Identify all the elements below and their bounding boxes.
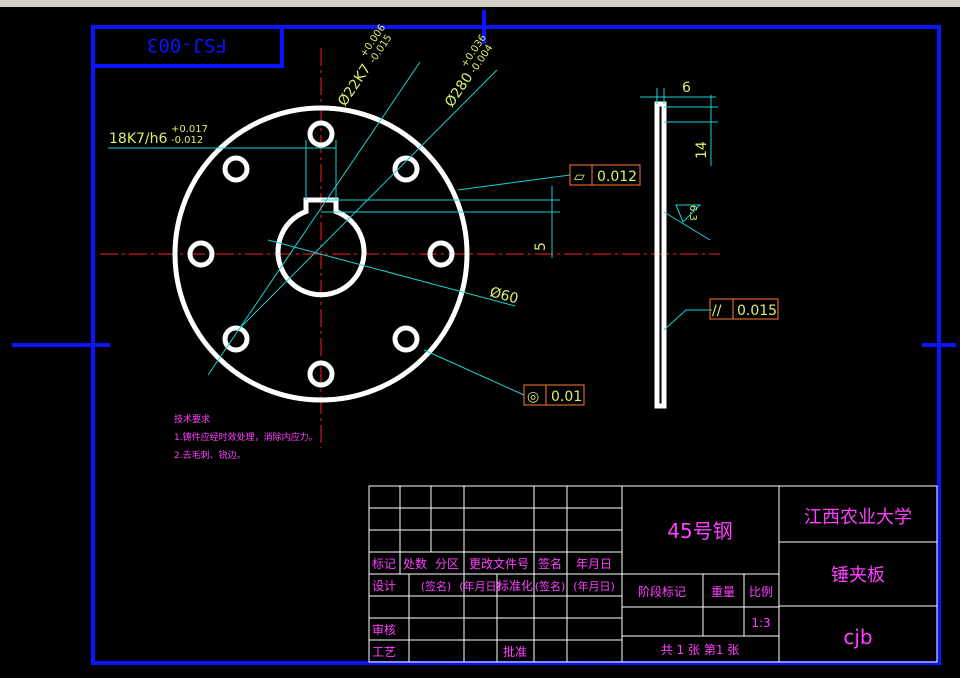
scale-label: 比例 (749, 585, 773, 599)
concentric-value: 0.01 (551, 389, 582, 405)
edge-len-label: 14 (694, 141, 710, 159)
dimension-lines (108, 61, 718, 396)
roughness-symbol (663, 204, 711, 241)
school-name: 江西农业大学 (804, 507, 912, 528)
bolt-hole-top-left (222, 155, 250, 183)
outer-dia-leader (267, 239, 516, 307)
bolt-hole-top-right (392, 155, 420, 183)
notes-line-1: 1.铸件应经时效处理，消除内应力。 (174, 431, 318, 443)
parallel-frame (709, 298, 779, 320)
tolerance-text: ▱ 0.012 // 0.015 ◎ 0.01 (527, 169, 777, 405)
row-label-zone: 分区 (435, 557, 459, 571)
bolt-circle-label: Ø280 (442, 70, 476, 110)
stage-label: 阶段标记 (638, 584, 686, 599)
bolt-hole-bottom (307, 360, 335, 388)
outer-dia-label: Ø60 (488, 284, 520, 307)
hole-fit-upper: +0.017 (171, 124, 208, 135)
bolt-hole-left (187, 240, 215, 268)
row-label-date: 年月日 (576, 557, 612, 571)
bolt-hole-top (307, 120, 335, 148)
bolt-hole-right (427, 240, 455, 268)
row-label-count: 处数 (403, 556, 427, 571)
design-sign: (签名) (421, 579, 452, 593)
weight-label: 重量 (711, 585, 735, 599)
flatness-symbol: ▱ (574, 169, 585, 185)
flange-part (172, 101, 667, 409)
technical-notes: 技术要求 1.铸件应经时效处理，消除内应力。 2.去毛刺、锐边。 (174, 413, 318, 461)
notes-line-2: 2.去毛刺、锐边。 (174, 449, 246, 461)
thickness-label: 6 (682, 80, 691, 96)
row-label-change-doc: 更改文件号 (469, 556, 529, 571)
review-label: 审核 (372, 622, 396, 637)
sheet-count: 共 1 张 第1 张 (661, 643, 740, 657)
concentric-frame (523, 384, 585, 406)
hole-fit-lower: -0.012 (171, 135, 203, 146)
design-date: (年月日) (459, 579, 501, 593)
flatness-leader (457, 174, 571, 191)
designer-initials: cjb (843, 625, 872, 649)
centerlines (100, 48, 720, 448)
part-name: 锤夹板 (831, 565, 885, 586)
material: 45号钢 (667, 519, 732, 543)
tolerance-frames (523, 164, 779, 406)
notes-title: 技术要求 (174, 413, 210, 425)
concentric-symbol: ◎ (527, 389, 539, 405)
flatness-frame (569, 164, 641, 186)
parallel-value: 0.015 (737, 303, 777, 319)
standard-label: 标准化 (497, 579, 533, 593)
title-block-text: 45号钢 江西农业大学 锤夹板 cjb 标记 处数 分区 更改文件号 签名 年月… (372, 507, 912, 659)
standard-sign: (签名) (535, 579, 566, 593)
roughness-label: 6.3 (687, 205, 698, 221)
parallel-symbol: // (712, 303, 722, 319)
side-view-plate (654, 101, 667, 409)
parallel-leader (663, 309, 712, 331)
window-top-strip (0, 0, 960, 7)
concentric-leader (423, 349, 525, 396)
flange-outer-circle (172, 105, 470, 403)
row-label-sign: 签名 (538, 556, 562, 571)
drawing-frame (12, 10, 956, 665)
bolt-hole-bottom-right (392, 325, 420, 353)
hole-fit-label: 18K7/h6 (109, 131, 167, 147)
process-label: 工艺 (372, 645, 396, 659)
key-offset-label: 5 (533, 242, 549, 251)
flatness-value: 0.012 (597, 169, 637, 185)
design-label: 设计 (372, 579, 396, 593)
drawing-code: FSJ-003 (147, 34, 227, 56)
bolt-hole-bottom-left (222, 325, 250, 353)
scale-value: 1:3 (751, 616, 770, 630)
standard-date: (年月日) (573, 579, 615, 593)
bore-label: Ø22K7 (335, 61, 375, 109)
title-block-grid (368, 485, 938, 663)
keyed-bore (275, 197, 367, 298)
code-box (93, 27, 284, 68)
bore-leader (207, 61, 421, 376)
row-label-mark: 标记 (372, 557, 396, 571)
approve-label: 批准 (503, 644, 527, 659)
